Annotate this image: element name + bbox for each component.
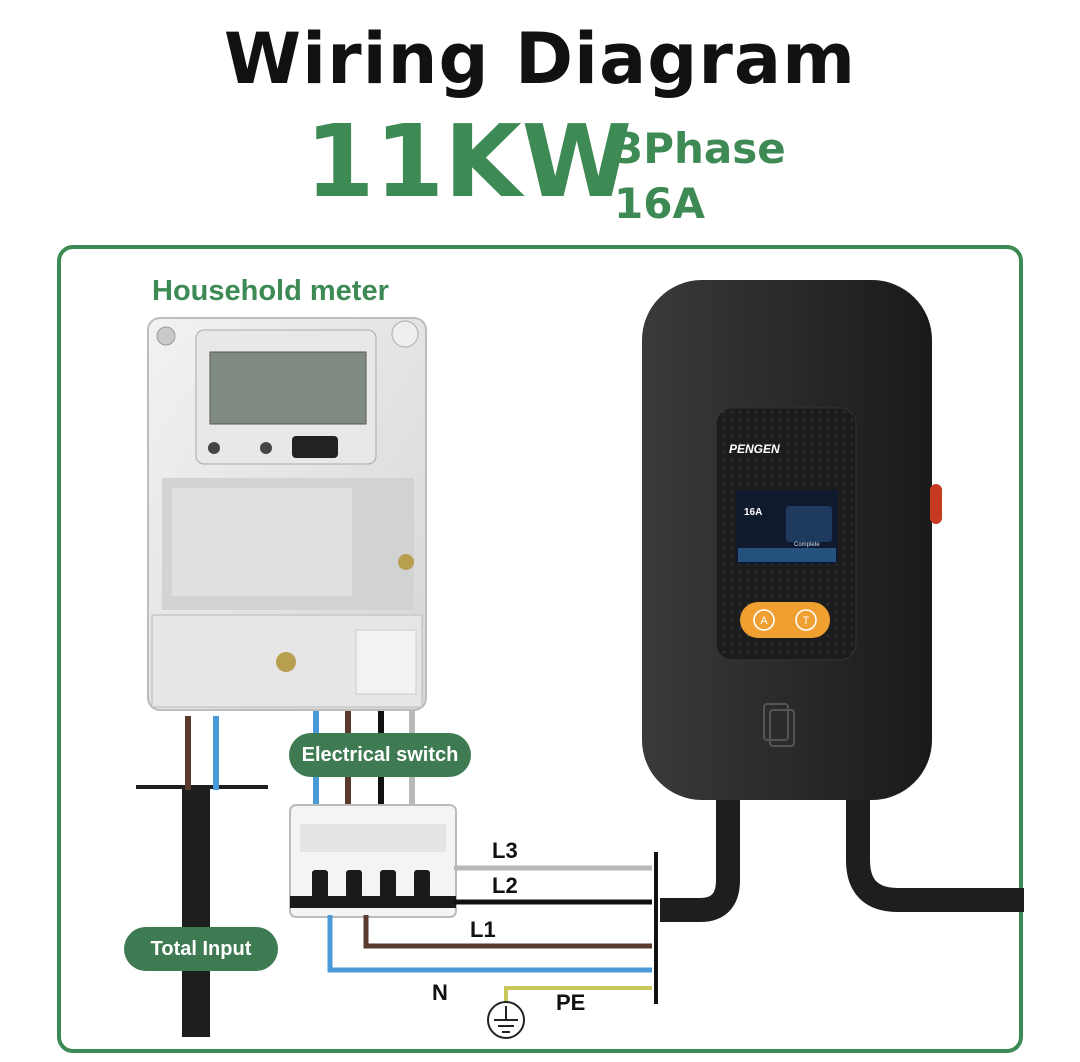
household-meter-label: Household meter xyxy=(152,275,389,307)
power-rating: 11KW xyxy=(305,103,632,220)
charger-button-pad xyxy=(740,602,830,638)
wire-label-n: N xyxy=(432,980,448,1005)
current-label: 16A xyxy=(614,179,705,228)
charger-wires xyxy=(327,852,658,1012)
total-input-label: Total Input xyxy=(124,927,278,971)
ev-charger xyxy=(642,280,942,800)
electrical-switch-label: Electrical switch xyxy=(289,733,471,777)
page-title: Wiring Diagram xyxy=(223,18,857,100)
charger-button-a[interactable]: A xyxy=(760,615,768,627)
nfc-card-icon xyxy=(763,703,795,747)
household-meter xyxy=(147,317,427,711)
ground-icon xyxy=(487,1001,525,1039)
charger-brand: PENGEN xyxy=(729,442,780,456)
wire-label-l2: L2 xyxy=(492,873,518,898)
wire-label-l3: L3 xyxy=(492,838,518,863)
wire-label-l1: L1 xyxy=(470,917,496,942)
total-input-cable xyxy=(136,716,268,1037)
wire-label-pe: PE xyxy=(556,990,586,1015)
charger-cables xyxy=(660,795,1024,922)
circuit-breaker xyxy=(289,804,457,918)
charger-button-t[interactable]: T xyxy=(803,615,810,627)
diagram-frame xyxy=(57,245,1023,1053)
phase-label: 3Phase xyxy=(614,124,786,173)
screen-current: 16A xyxy=(744,507,762,518)
screen-status: Complete xyxy=(794,542,820,548)
